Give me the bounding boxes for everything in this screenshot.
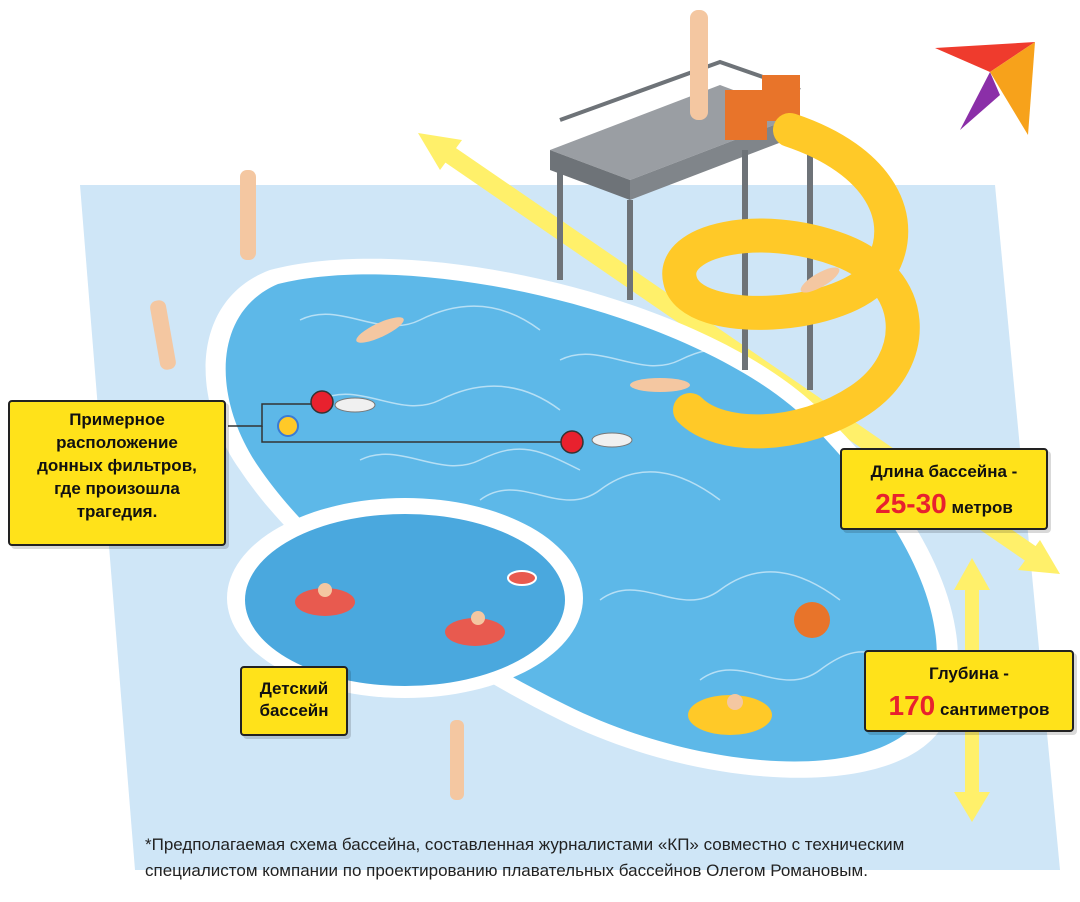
filter-marker-1 <box>310 390 334 414</box>
pool-length-callout: Длина бассейна - 25-30 метров <box>840 448 1048 530</box>
pool-depth-callout: Глубина - 170 сантиметров <box>864 650 1074 732</box>
kids-pool-callout: Детский бассейн <box>240 666 348 736</box>
swimmer-icon <box>318 267 840 710</box>
length-label: Длина бассейна - <box>870 462 1018 481</box>
kids-callout-line: Детский <box>259 679 329 698</box>
water-slide-icon <box>662 113 920 449</box>
footnote-line-1: *Предполагаемая схема бассейна, составле… <box>145 835 905 854</box>
depth-value: 170 <box>888 690 936 721</box>
drain-filter-icon <box>334 397 633 448</box>
diving-tower-icon <box>550 59 813 390</box>
filters-callout-line: расположение <box>56 433 178 452</box>
footnote-line-2: специалистом компании по проектированию … <box>145 861 868 880</box>
length-value: 25-30 <box>875 488 947 519</box>
footnote: *Предполагаемая схема бассейна, составле… <box>145 832 1045 884</box>
length-unit: метров <box>951 498 1013 517</box>
filter-marker-lines <box>228 403 572 443</box>
kids-callout-line: бассейн <box>259 701 329 720</box>
swim-ring-icon <box>295 570 772 735</box>
main-pool <box>205 258 958 778</box>
beach-ball-icon <box>277 415 830 638</box>
swallow-logo-icon <box>935 42 1035 135</box>
standing-person-icon <box>150 10 708 800</box>
depth-label: Глубина - <box>929 664 1009 683</box>
filter-marker-2 <box>560 430 584 454</box>
filters-callout-line: где произошла <box>54 479 180 498</box>
depth-unit: сантиметров <box>939 700 1050 719</box>
filters-callout-line: донных фильтров, <box>37 456 197 475</box>
filters-callout-line: трагедия. <box>76 502 158 521</box>
filters-location-callout: Примерное расположение донных фильтров, … <box>8 400 226 546</box>
filters-callout-line: Примерное <box>69 410 165 429</box>
